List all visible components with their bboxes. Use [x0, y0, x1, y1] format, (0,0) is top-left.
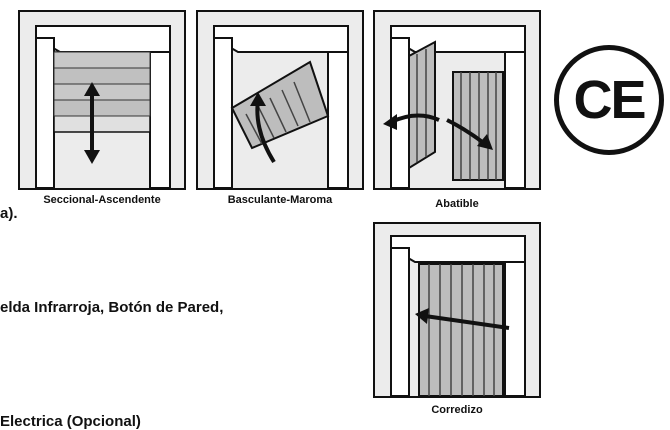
caption-sliding: Corredizo	[431, 404, 483, 416]
sliding-door-diagram	[373, 222, 541, 398]
text-fragment-1: a).	[0, 205, 18, 222]
ce-mark-logo: CE	[554, 45, 664, 155]
text-fragment-2: elda Infrarroja, Botón de Pared,	[0, 299, 224, 316]
caption-tilting: Basculante-Maroma	[227, 194, 333, 206]
sectional-door-diagram	[18, 10, 186, 190]
text-fragment-3: Electrica (Opcional)	[0, 413, 141, 430]
ce-mark-text: CE	[573, 70, 646, 130]
caption-sectional: Seccional-Ascendente	[43, 194, 161, 206]
caption-swing: Abatible	[435, 198, 479, 210]
tilting-door-diagram	[196, 10, 364, 190]
swing-door-diagram	[373, 10, 541, 190]
